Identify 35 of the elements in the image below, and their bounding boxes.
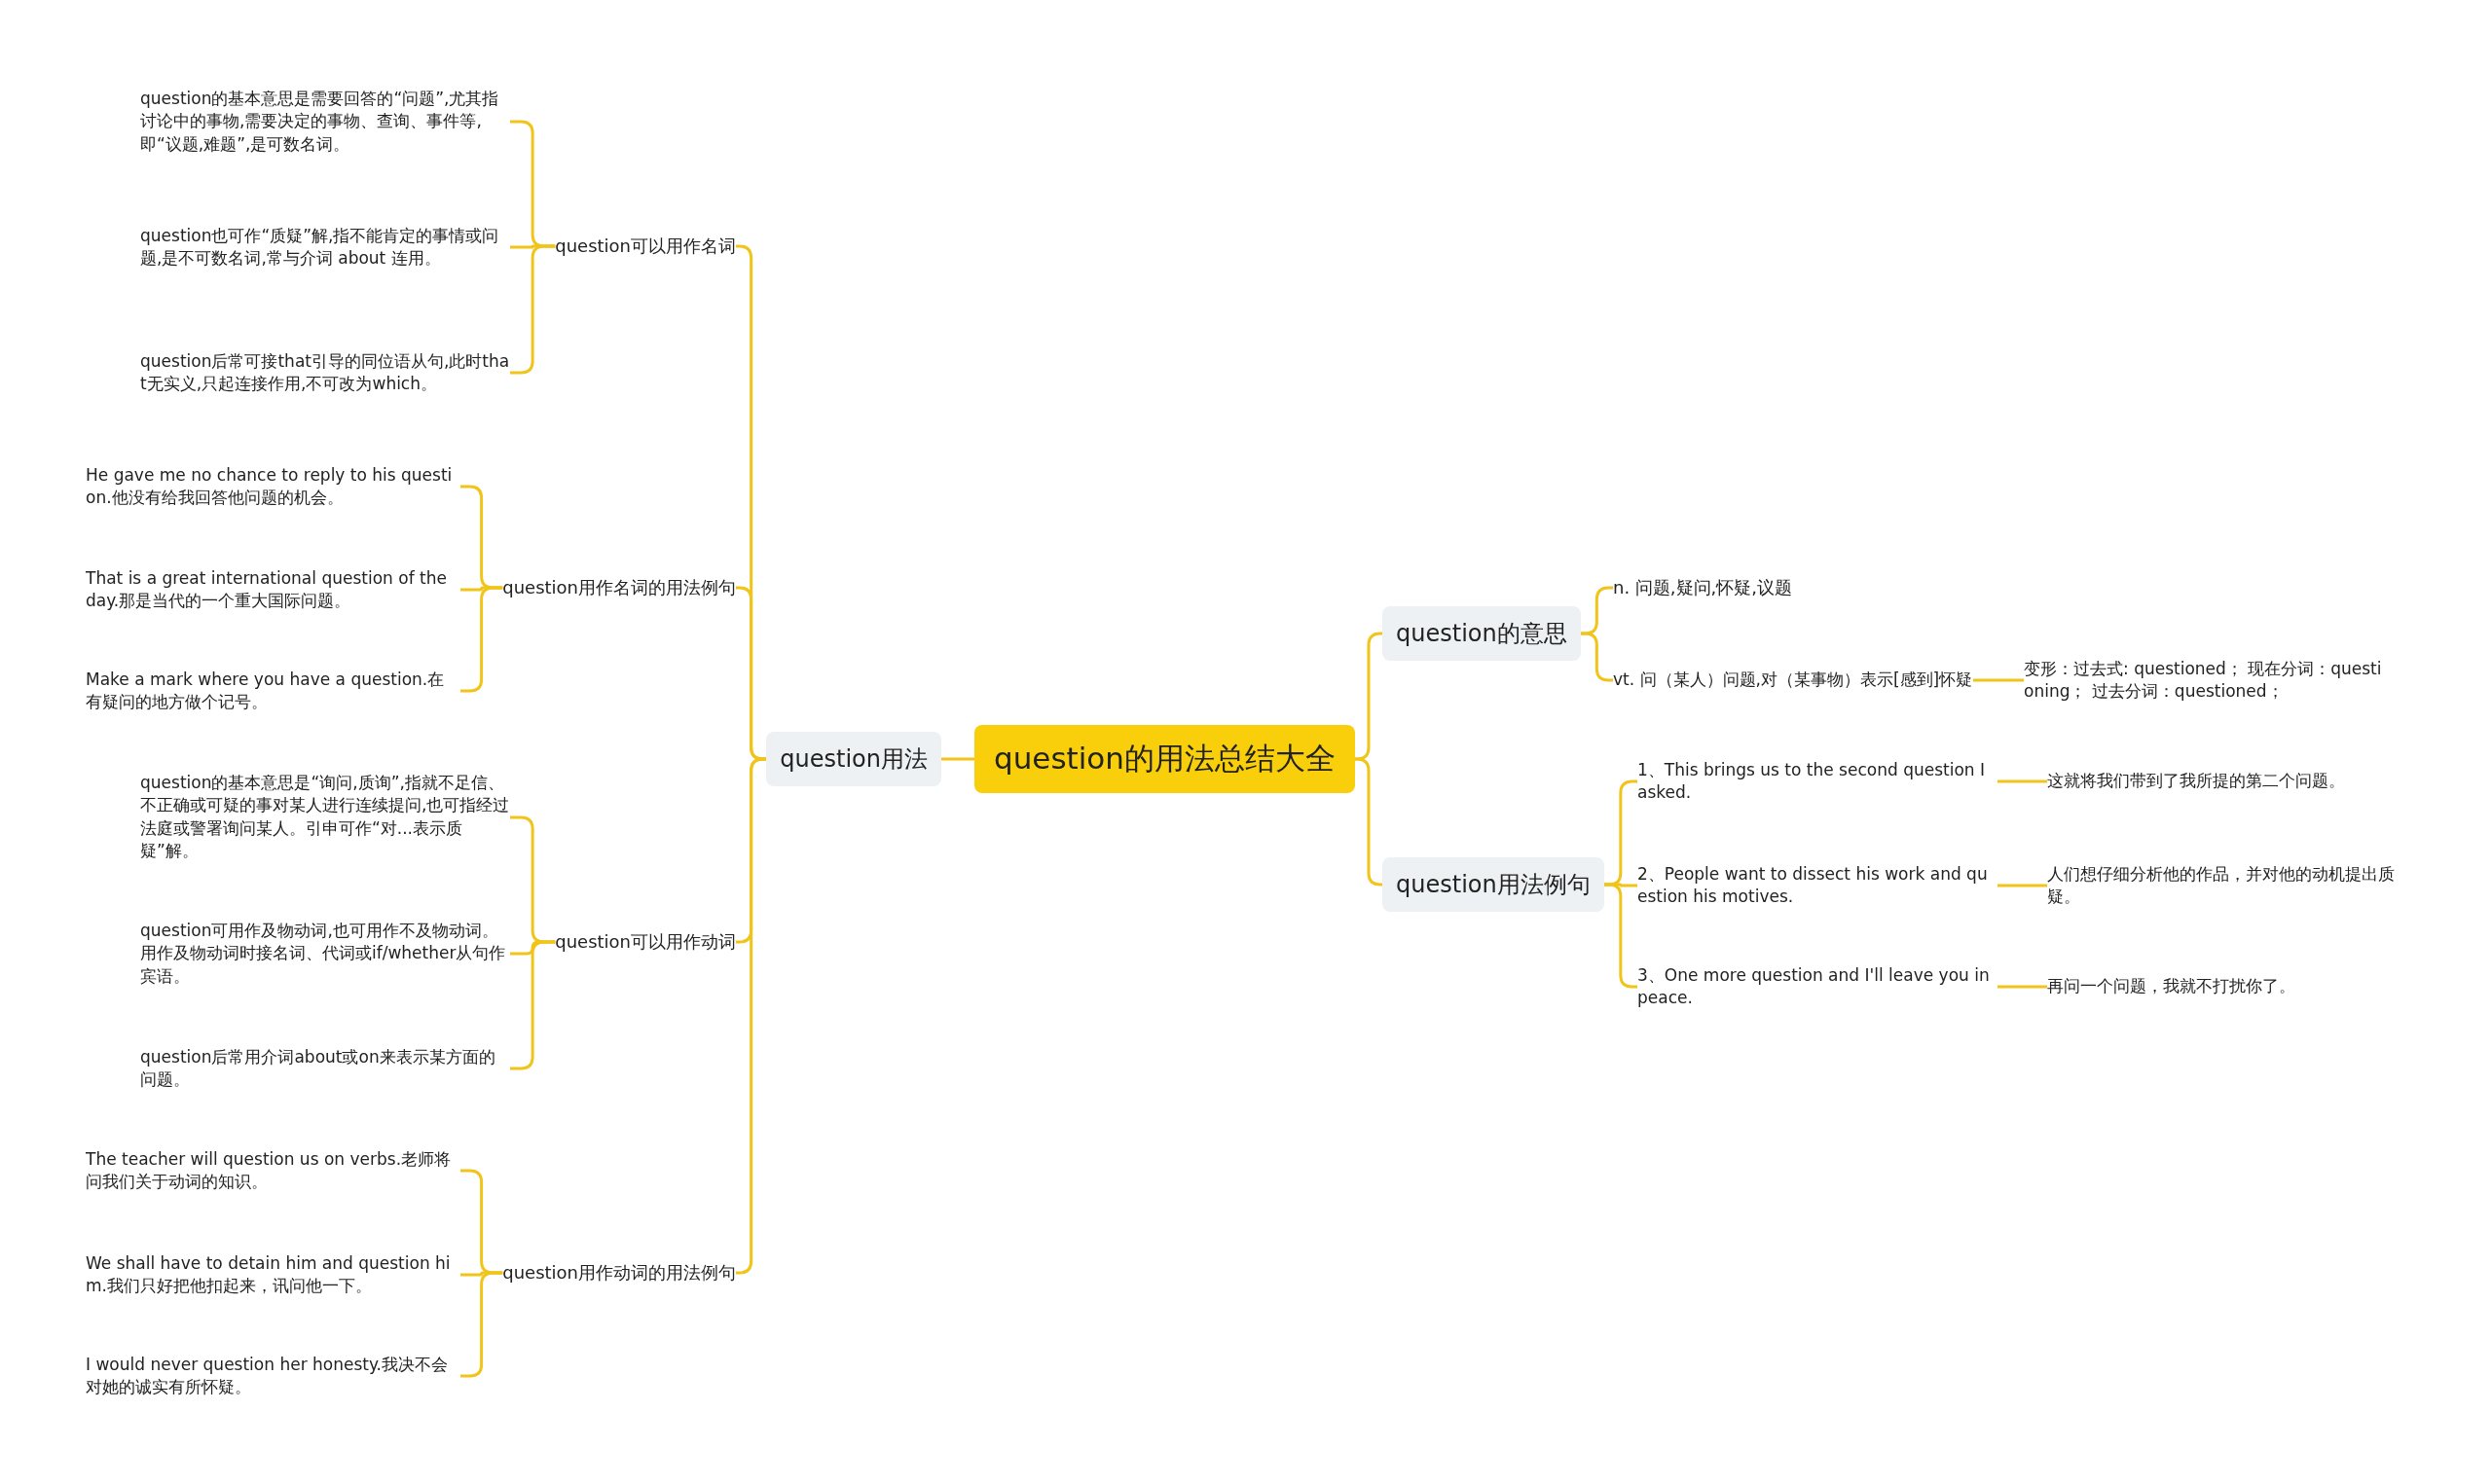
note-text: 1、This brings us to the second question I asked. <box>1637 758 1997 805</box>
subtopic-text: question可以用作名词 <box>555 234 736 259</box>
topic-box: question用法 <box>766 732 941 786</box>
note-text: 这就将我们带到了我所提的第二个问题。 <box>2047 770 2417 793</box>
note-text: He gave me no chance to reply to his question.他没有给我回答他问题的机会。 <box>86 463 460 510</box>
note-text: We shall have to detain him and question him.我们只好把他扣起来，讯问他一下。 <box>86 1251 460 1298</box>
note-text: question也可作“质疑”解,指不能肯定的事情或问题,是不可数名词,常与介词 about 连用。 <box>140 224 510 271</box>
subtopic-text: n. 问题,疑问,怀疑,议题 <box>1613 575 1793 600</box>
connector-line <box>1997 985 2047 989</box>
note-text: 3、One more question and I'll leave you in peace. <box>1637 963 1997 1010</box>
note-text: vt. 问（某人）问题,对（某事物）表示[感到]怀疑 <box>1613 669 1973 692</box>
note-text: question的基本意思是需要回答的“问题”,尤其指讨论中的事物,需要决定的事物、查询、事件等,即“议题,难题”,是可数名词。 <box>140 87 510 157</box>
connector-line <box>1973 678 2024 682</box>
note-text: question的基本意思是“询问,质询”,指就不足信、不正确或可疑的事对某人进行连续提问,也可指经过法庭或警署询问某人。引申可作“对...表示质疑”解。 <box>140 772 510 863</box>
note-text: 人们想仔细分析他的作品，并对他的动机提出质疑。 <box>2047 862 2417 909</box>
note-text: 变形：过去式: questioned； 现在分词：questioning； 过去分词：questioned； <box>2024 657 2384 704</box>
note-text: 2、People want to dissect his work and question his motives. <box>1637 862 1997 909</box>
central-topic: question的用法总结大全 <box>974 725 1355 793</box>
note-text: question可用作及物动词,也可用作不及物动词。用作及物动词时接名词、代词或if/whether从句作宾语。 <box>140 919 510 989</box>
note-text: 再问一个问题，我就不打扰你了。 <box>2047 975 2417 998</box>
subtopic-text: question用作动词的用法例句 <box>502 1260 736 1285</box>
connector-line <box>1997 779 2047 783</box>
topic-box: question的意思 <box>1382 606 1581 661</box>
connector-line <box>941 757 974 761</box>
subtopic-text: question可以用作动词 <box>555 929 736 955</box>
note-text: I would never question her honesty.我决不会对她的诚实有所怀疑。 <box>86 1353 460 1399</box>
note-text: question后常用介词about或on来表示某方面的问题。 <box>140 1045 510 1092</box>
connector-line <box>1580 632 1613 682</box>
note-text: Make a mark where you have a question.在有疑问的地方做个记号。 <box>86 668 460 714</box>
note-text: question后常可接that引导的同位语从句,此时that无实义,只起连接作用,不可改为which。 <box>140 349 510 396</box>
connector-line <box>1997 884 2047 887</box>
note-text: The teacher will question us on verbs.老师将问我们关于动词的知识。 <box>86 1147 460 1194</box>
topic-box: question用法例句 <box>1382 857 1604 912</box>
note-text: That is a great international question of the day.那是当代的一个重大国际问题。 <box>86 566 460 613</box>
subtopic-text: question用作名词的用法例句 <box>502 575 736 600</box>
